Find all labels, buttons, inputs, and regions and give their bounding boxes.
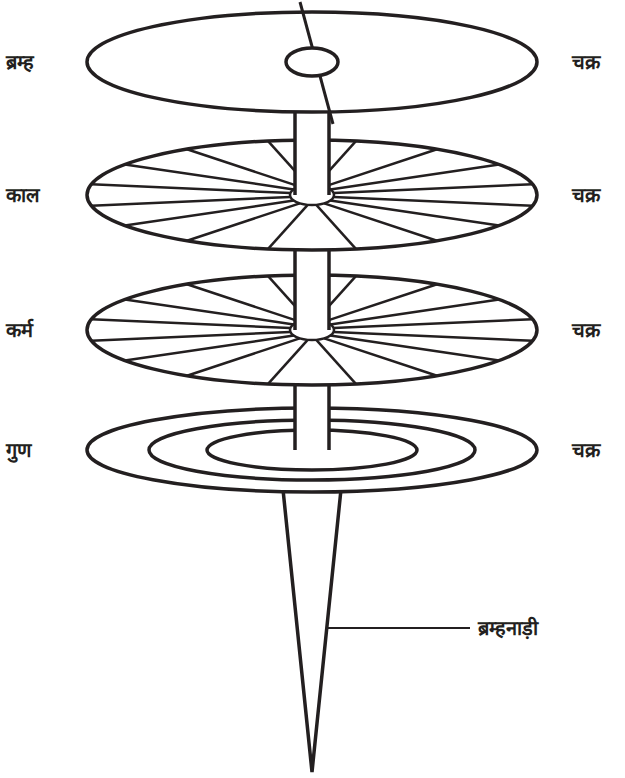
spoke — [334, 184, 533, 193]
chakra-name: गुण — [6, 438, 31, 462]
spoke — [324, 338, 437, 375]
chakra-name: काल — [6, 183, 40, 207]
chakra-word: चक्र — [572, 438, 600, 462]
spoke — [91, 332, 290, 341]
brahma-disc — [87, 2, 537, 124]
chakra-word: चक्र — [572, 183, 600, 207]
spoke — [316, 340, 356, 384]
leader-line — [326, 627, 470, 629]
chakra-name: ब्रम्ह — [6, 50, 34, 74]
spoke — [316, 205, 356, 249]
nadi-label: ब्रम्हनाड़ी — [478, 616, 538, 640]
spoke — [187, 149, 300, 186]
spoke — [324, 203, 437, 240]
spoke — [334, 319, 533, 328]
chakra-word: चक्र — [572, 318, 600, 342]
chakra-word: चक्र — [572, 50, 600, 74]
spoke — [91, 197, 290, 206]
chakra-name: कर्म — [6, 318, 33, 342]
nadi-spike — [281, 470, 343, 772]
spoke — [187, 284, 300, 321]
